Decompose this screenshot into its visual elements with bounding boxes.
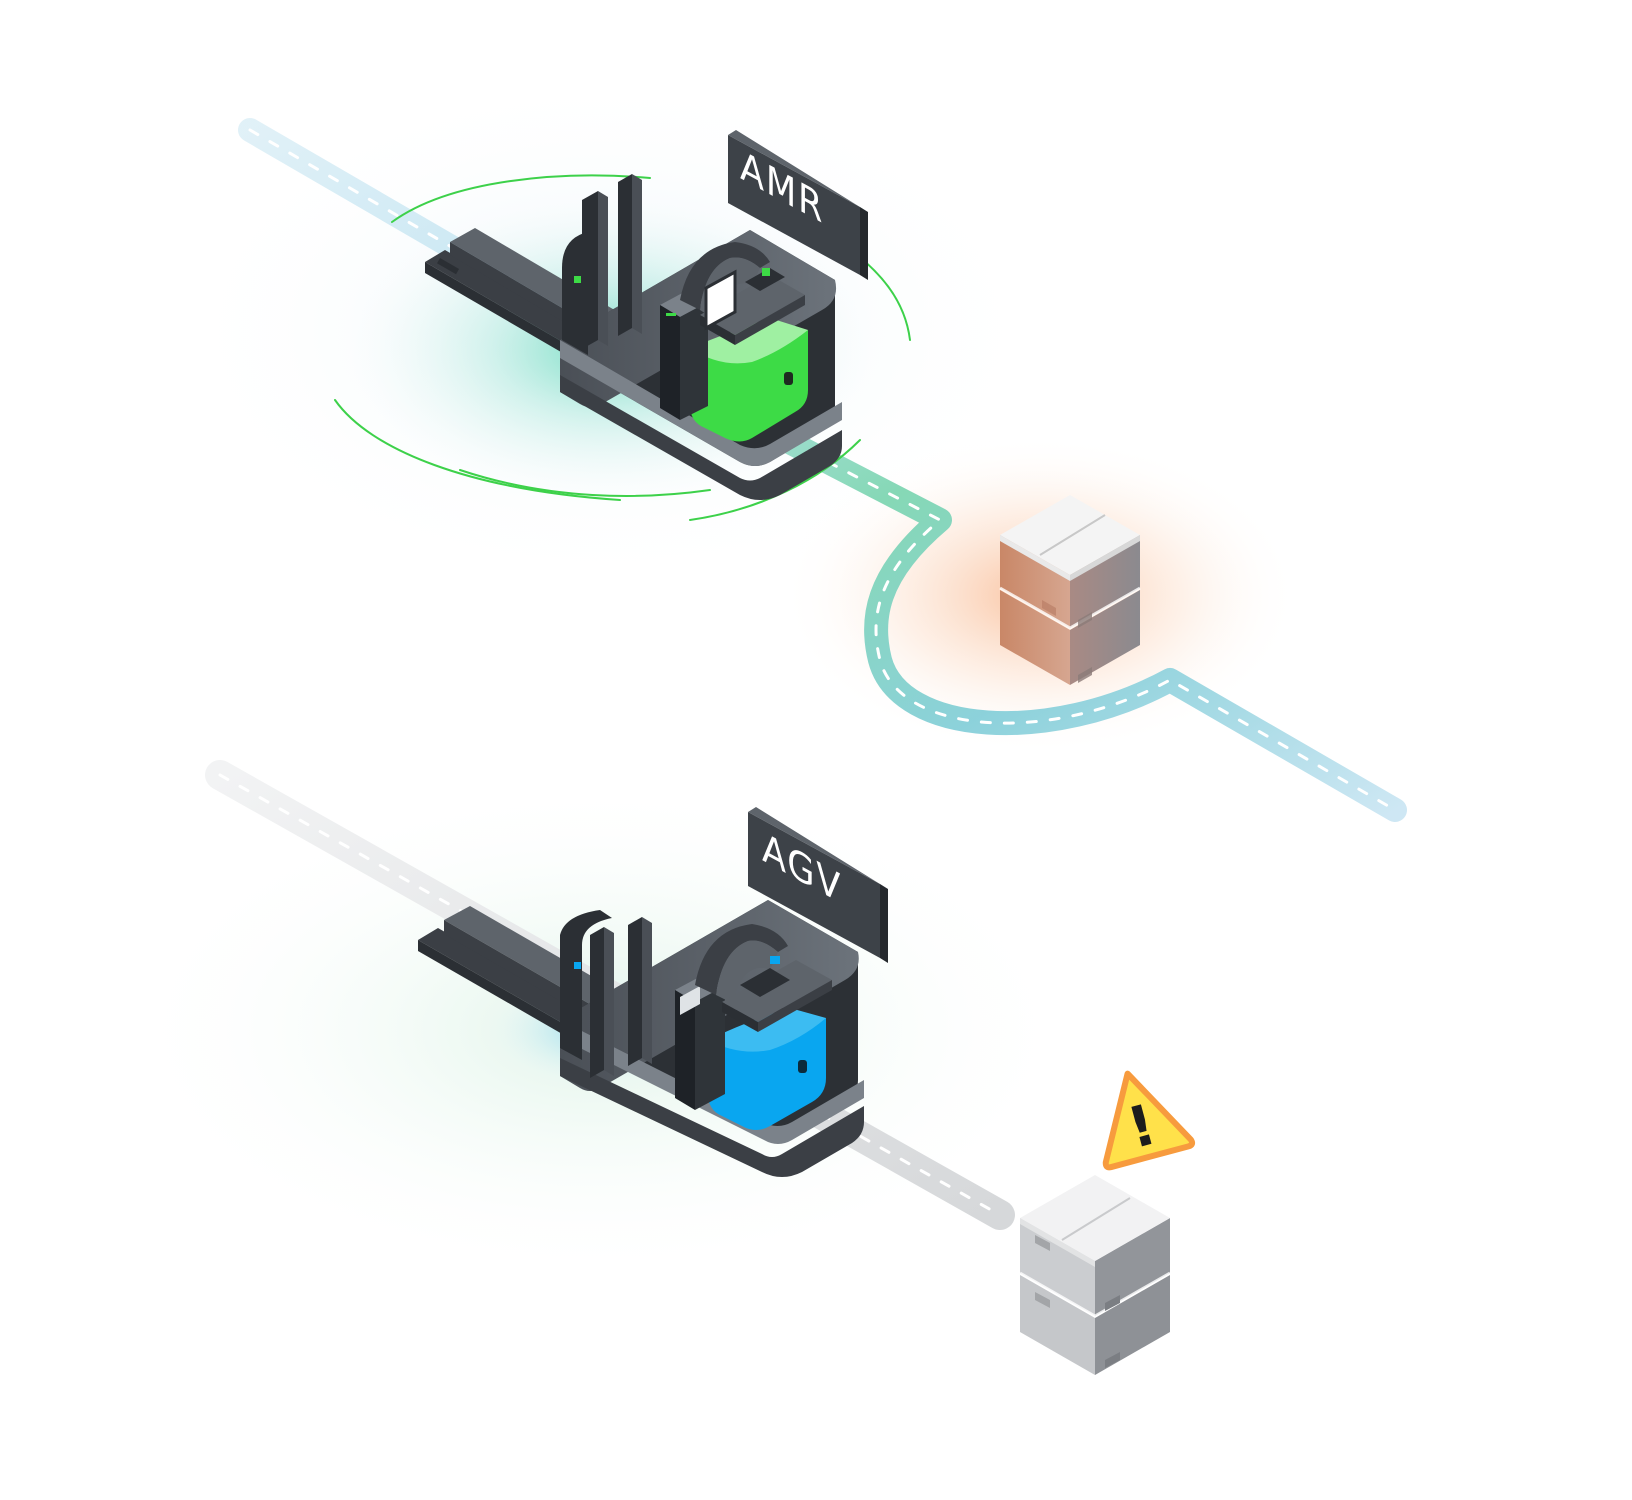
agv-obstacle-box [1019, 1175, 1171, 1375]
warning-icon: ! [1102, 1070, 1196, 1171]
agv-mast [560, 910, 652, 1078]
amr-top-platform [700, 268, 805, 345]
agv-label-sign: AGV [748, 807, 888, 963]
amr-body [690, 318, 808, 442]
warning-triangle [1102, 1070, 1196, 1171]
agv-body [708, 1008, 826, 1130]
agv-top-platform [722, 956, 832, 1032]
agv-handle [695, 924, 788, 1004]
amr-mast [562, 174, 642, 355]
amr-control-tower [660, 290, 708, 420]
amr-obstacle-box [999, 495, 1141, 685]
amr-path [238, 118, 1407, 822]
agv-vehicle [418, 900, 864, 1177]
amr-vehicle [425, 174, 842, 500]
